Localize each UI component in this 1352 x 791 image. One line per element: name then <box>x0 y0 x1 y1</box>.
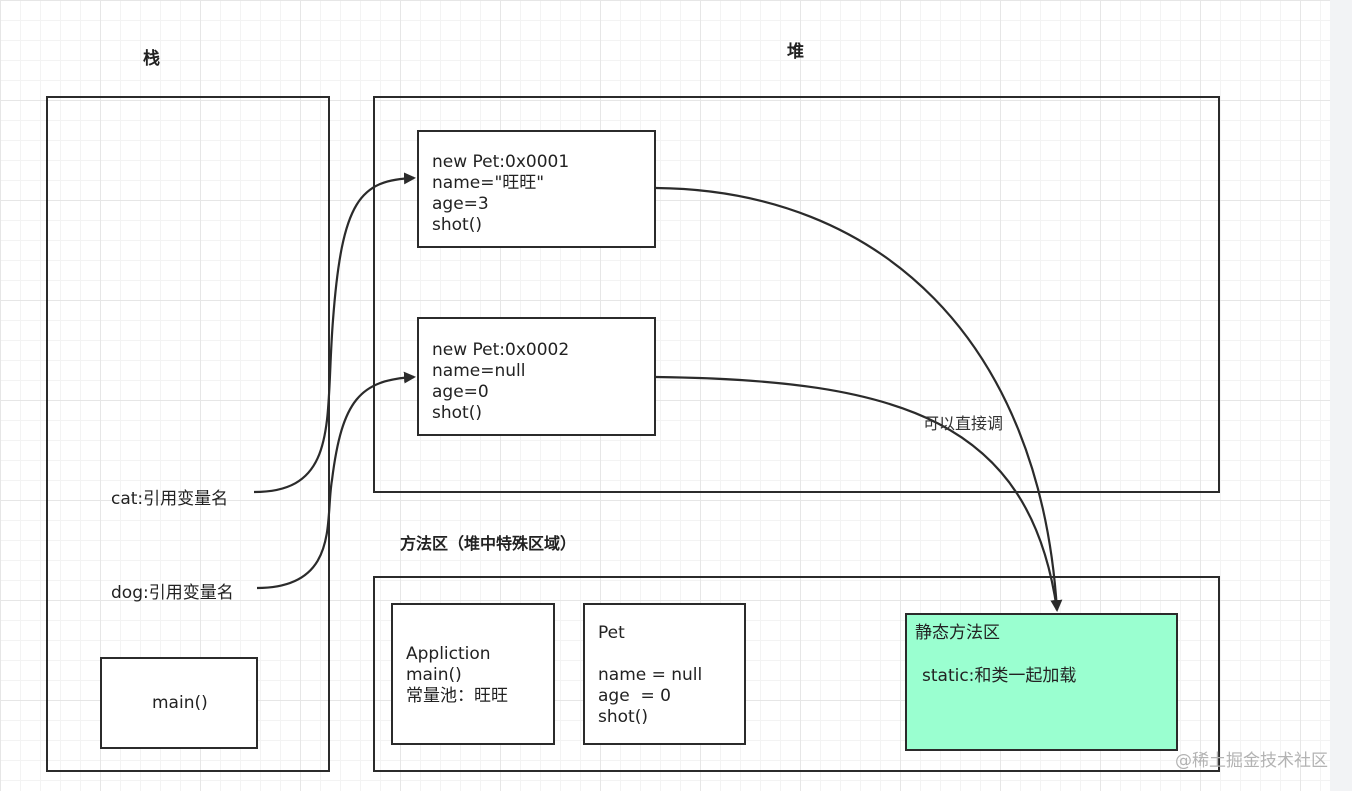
object-line: age=3 <box>432 194 489 214</box>
object-line: age=0 <box>432 382 489 402</box>
class-line: shot() <box>598 707 648 727</box>
canvas-edge-strip <box>1330 0 1352 791</box>
static-method-area-box: 静态方法区 static:和类一起加载 <box>905 613 1178 751</box>
pet-class-box: Pet name = null age = 0 shot() <box>583 603 746 745</box>
heap-object-pet-0x0001: new Pet:0x0001 name="旺旺" age=3 shot() <box>417 130 656 248</box>
object-line: new Pet:0x0002 <box>432 340 570 360</box>
object-line: name="旺旺" <box>432 173 545 193</box>
main-frame-box: main() <box>100 657 258 749</box>
class-line: Pet <box>598 623 625 643</box>
stack-heading: 栈 <box>143 49 160 69</box>
class-line: main() <box>406 665 462 685</box>
class-line: Appliction <box>406 644 491 664</box>
heap-object-pet-0x0002: new Pet:0x0002 name=null age=0 shot() <box>417 317 656 436</box>
object-line: shot() <box>432 215 482 235</box>
static-area-body: static:和类一起加载 <box>922 666 1077 686</box>
class-line: age = 0 <box>598 686 671 706</box>
heap-heading: 堆 <box>787 42 804 62</box>
static-area-title: 静态方法区 <box>915 623 1000 643</box>
class-line: 常量池：旺旺 <box>406 686 508 706</box>
object-line: new Pet:0x0001 <box>432 152 570 172</box>
main-frame-label: main() <box>152 693 208 713</box>
dog-reference-label: dog:引用变量名 <box>111 583 234 603</box>
object-line: name=null <box>432 361 526 381</box>
class-line <box>598 644 744 665</box>
method-area-heading: 方法区（堆中特殊区域） <box>400 534 577 553</box>
watermark: @稀土掘金技术社区 <box>1175 751 1328 771</box>
direct-call-label: 可以直接调 <box>923 414 1004 433</box>
cat-reference-label: cat:引用变量名 <box>111 489 229 509</box>
appliction-class-box: Appliction main() 常量池：旺旺 <box>391 603 555 745</box>
object-line: shot() <box>432 403 482 423</box>
class-line: name = null <box>598 665 703 685</box>
